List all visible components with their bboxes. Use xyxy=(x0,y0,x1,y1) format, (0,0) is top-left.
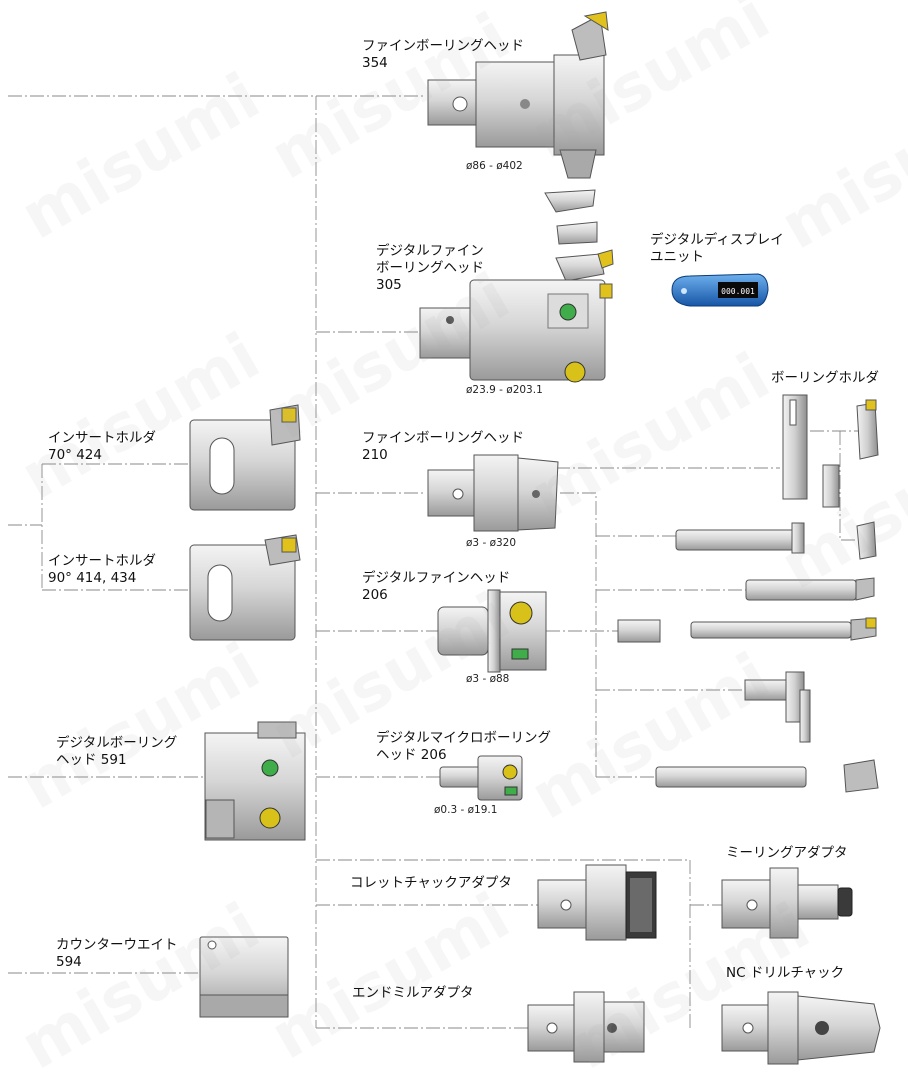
label-endmill-adapter: エンドミルアダプタ xyxy=(352,985,474,1001)
connector-lines xyxy=(8,95,858,1029)
display-readout: 000.001 xyxy=(721,287,755,296)
milling-adapter-icon xyxy=(721,867,853,939)
boring-bars-206-icon xyxy=(617,577,879,793)
insert-holder-90-icon xyxy=(189,534,301,641)
digital-display-unit-icon: 000.001 xyxy=(671,273,769,307)
range-354: ø86 - ø402 xyxy=(466,160,523,172)
fine-boring-head-354-icon xyxy=(427,11,609,179)
label-nc-drill-chuck: NC ドリルチャック xyxy=(726,965,845,981)
label-digital-boring-head-591: デジタルボーリングヘッド 591 xyxy=(56,735,178,768)
boring-holders-icon xyxy=(782,394,879,560)
fine-boring-head-210-icon xyxy=(427,454,559,532)
label-digital-display-unit: デジタルディスプレイユニット xyxy=(650,232,784,265)
boring-insert-pieces-icon xyxy=(544,189,614,282)
digital-fine-head-206-icon xyxy=(437,589,547,673)
label-digital-micro-boring-head-206: デジタルマイクロボーリングヘッド 206 xyxy=(376,730,551,763)
range-305: ø23.9 - ø203.1 xyxy=(466,384,543,396)
label-collet-chuck-adapter: コレットチャックアダプタ xyxy=(350,875,512,891)
range-206: ø3 - ø88 xyxy=(466,673,510,685)
boring-bar-210-icon xyxy=(675,522,805,554)
collet-chuck-adapter-icon xyxy=(537,864,657,941)
nc-drill-chuck-icon xyxy=(721,991,881,1065)
digital-boring-head-591-icon xyxy=(204,721,306,841)
range-206-micro: ø0.3 - ø19.1 xyxy=(434,804,498,816)
range-210: ø3 - ø320 xyxy=(466,537,517,549)
insert-holder-70-icon xyxy=(189,404,301,511)
label-boring-holder: ボーリングホルダ xyxy=(771,370,879,386)
counterweight-594-icon xyxy=(199,936,289,1018)
digital-micro-boring-head-206-icon xyxy=(439,755,523,801)
digital-fine-boring-head-305-icon xyxy=(419,279,613,383)
label-milling-adapter: ミーリングアダプタ xyxy=(726,845,848,861)
endmill-adapter-icon xyxy=(527,991,645,1063)
